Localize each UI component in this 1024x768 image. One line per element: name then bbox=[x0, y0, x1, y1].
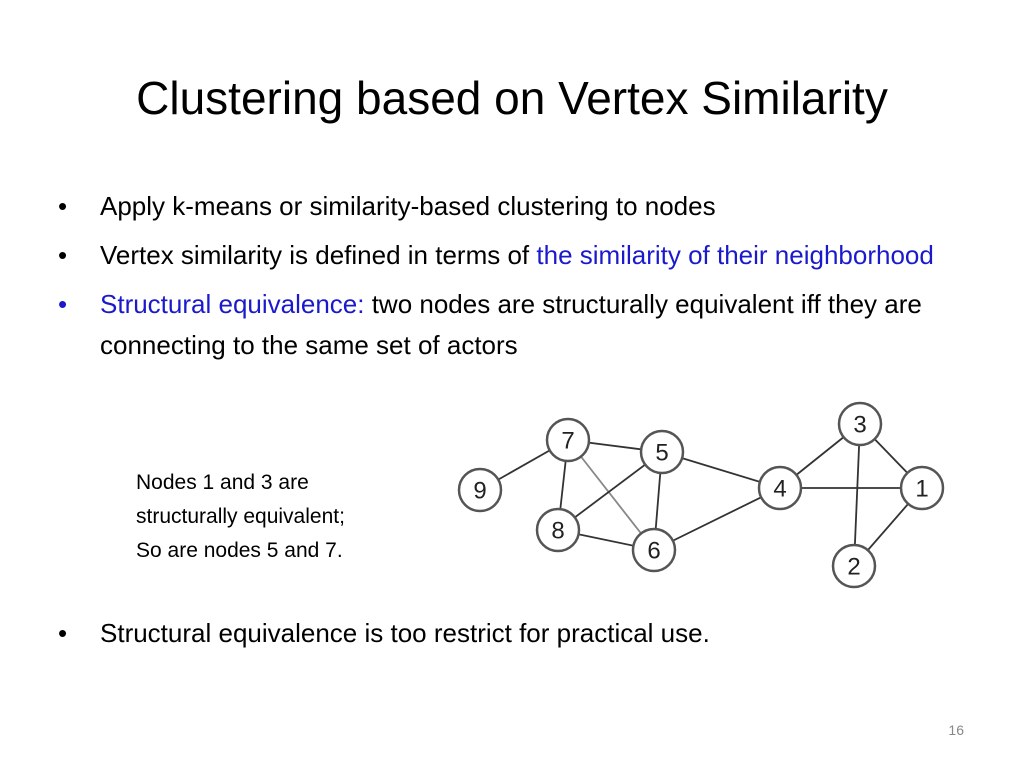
graph-node-3: 3 bbox=[837, 401, 883, 447]
bullet-highlight: Structural equivalence: bbox=[100, 289, 365, 319]
graph-node-label: 7 bbox=[561, 428, 574, 455]
graph-node-8: 8 bbox=[535, 507, 581, 553]
graph-node-circle bbox=[899, 465, 945, 511]
bullet-item: • Structural equivalence: two nodes are … bbox=[58, 284, 958, 366]
bullet-text: Apply k-means or similarity-based cluste… bbox=[100, 191, 716, 221]
graph-node-label: 2 bbox=[847, 554, 860, 581]
graph-node-7: 7 bbox=[545, 417, 591, 463]
graph-node-label: 6 bbox=[647, 538, 660, 565]
bullet-text: Vertex similarity is defined in terms of bbox=[100, 240, 537, 270]
note-line: structurally equivalent; bbox=[136, 505, 345, 528]
graph-node-circle bbox=[831, 543, 877, 589]
graph-node-label: 9 bbox=[473, 478, 486, 505]
graph-edge-6-4 bbox=[653, 487, 781, 551]
graph-node-1: 1 bbox=[899, 465, 945, 511]
graph-node-6: 6 bbox=[631, 527, 677, 573]
graph-node-9: 9 bbox=[457, 467, 503, 513]
graph-node-circle bbox=[837, 401, 883, 447]
note-line: So are nodes 5 and 7. bbox=[136, 539, 343, 562]
equivalence-note: Nodes 1 and 3 are structurally equivalen… bbox=[136, 466, 436, 568]
graph-node-circle bbox=[757, 465, 803, 511]
graph-node-label: 4 bbox=[773, 476, 786, 503]
bullet-item: • Structural equivalence is too restrict… bbox=[58, 613, 958, 654]
bullet-list-bottom: • Structural equivalence is too restrict… bbox=[58, 613, 958, 654]
graph-node-2: 2 bbox=[831, 543, 877, 589]
bullet-list: • Apply k-means or similarity-based clus… bbox=[58, 186, 958, 374]
bullet-text: two nodes are structurally equivalent if… bbox=[100, 289, 922, 360]
bullet-dot: • bbox=[58, 191, 68, 221]
slide-title: Clustering based on Vertex Similarity bbox=[136, 72, 888, 124]
graph-node-label: 1 bbox=[915, 476, 928, 503]
bullet-text: Structural equivalence is too restrict f… bbox=[100, 618, 710, 648]
bullet-item: • Apply k-means or similarity-based clus… bbox=[58, 186, 958, 227]
bullet-highlight: the similarity of their neighborhood bbox=[536, 240, 934, 270]
page-number: 16 bbox=[948, 722, 964, 738]
bullet-dot: • bbox=[58, 240, 68, 270]
graph-edge-7-6 bbox=[567, 439, 655, 551]
graph-node-5: 5 bbox=[639, 429, 685, 475]
graph-node-circle bbox=[545, 417, 591, 463]
graph-node-label: 5 bbox=[655, 440, 668, 467]
graph-node-4: 4 bbox=[757, 465, 803, 511]
note-line: Nodes 1 and 3 are bbox=[136, 471, 309, 494]
graph-nodes: 1 2 3 4 5 6 7 8 9 bbox=[457, 401, 945, 589]
bullet-dot: • bbox=[58, 618, 68, 648]
graph-node-label: 8 bbox=[551, 518, 564, 545]
graph-edge-3-2 bbox=[853, 423, 861, 567]
graph-node-circle bbox=[457, 467, 503, 513]
bullet-item: • Vertex similarity is defined in terms … bbox=[58, 235, 958, 276]
graph-node-circle bbox=[535, 507, 581, 553]
graph-node-circle bbox=[631, 527, 677, 573]
graph-node-circle bbox=[639, 429, 685, 475]
graph-node-label: 3 bbox=[853, 412, 866, 439]
network-graph: 1 2 3 4 5 6 7 8 9 bbox=[457, 401, 945, 589]
bullet-dot: • bbox=[58, 289, 68, 319]
